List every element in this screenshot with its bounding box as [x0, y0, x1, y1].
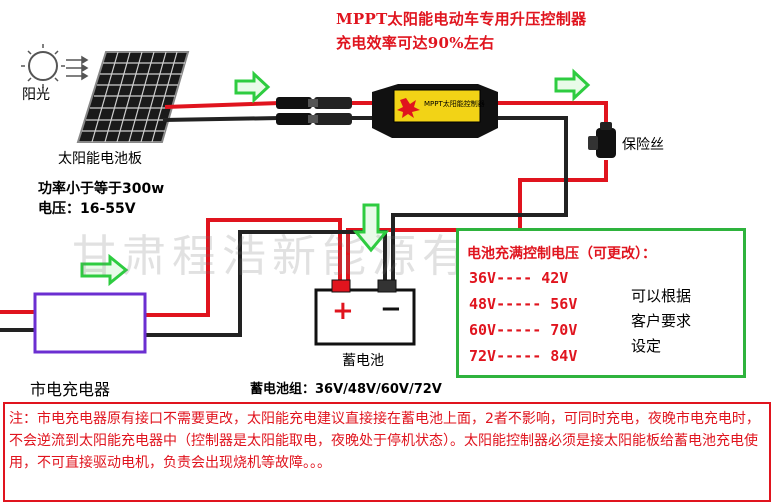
- voltage-row: 48V----- 56V: [469, 295, 578, 313]
- custom-note-line: 客户要求: [631, 312, 692, 330]
- note-box: 注：市电充电器原有接口不需要更改，太阳能充电建议直接接在蓄电池上面，2者不影响，…: [3, 402, 771, 502]
- voltage-row: 60V----- 70V: [469, 321, 578, 339]
- voltage-row: 36V---- 42V: [469, 269, 569, 287]
- battery-group-label: 蓄电池组：36V/48V/60V/72V: [250, 382, 442, 397]
- controller-face-text: MPPT太阳能控制器: [424, 100, 485, 108]
- mc4-connector-icon: [276, 97, 352, 125]
- fuse-icon: [588, 122, 616, 158]
- note-text: 注：市电充电器原有接口不需要更改，太阳能充电建议直接接在蓄电池上面，2者不影响，…: [9, 411, 760, 471]
- flow-arrow-icon: [352, 203, 390, 253]
- battery-minus: −: [380, 294, 402, 324]
- custom-note-line: 设定: [631, 337, 662, 355]
- voltage-row: 72V----- 84V: [469, 347, 578, 365]
- mppt-controller-icon: [372, 84, 498, 138]
- solar-panel-power: 功率小于等于300w: [38, 181, 165, 197]
- flow-arrow-icon: [80, 253, 129, 287]
- fuse-label: 保险丝: [622, 137, 664, 153]
- flow-arrow-icon: [234, 70, 271, 104]
- sun-label: 阳光: [22, 87, 50, 103]
- custom-note-line: 可以根据: [631, 287, 692, 305]
- battery-label: 蓄电池: [342, 353, 384, 369]
- battery-icon: [314, 279, 416, 346]
- solar-panel-label: 太阳能电池板: [58, 151, 142, 167]
- battery-plus: +: [332, 296, 354, 326]
- charge-voltage-heading: 电池充满控制电压（可更改）：: [467, 246, 656, 262]
- flow-arrow-icon: [554, 68, 591, 102]
- wires: [0, 101, 608, 337]
- title-line-2: 充电效率可达90%左右: [336, 34, 495, 52]
- solar-panel-icon: [76, 51, 190, 143]
- solar-panel-voltage: 电压：16-55V: [38, 201, 136, 217]
- mains-charger-box: [33, 292, 147, 354]
- sun-icon: [21, 44, 89, 88]
- charge-voltage-box: 电池充满控制电压（可更改）： 36V---- 42V 48V----- 56V …: [456, 228, 746, 378]
- mains-charger-label: 市电充电器: [30, 380, 111, 399]
- title-line-1: MPPT太阳能电动车专用升压控制器: [336, 10, 587, 28]
